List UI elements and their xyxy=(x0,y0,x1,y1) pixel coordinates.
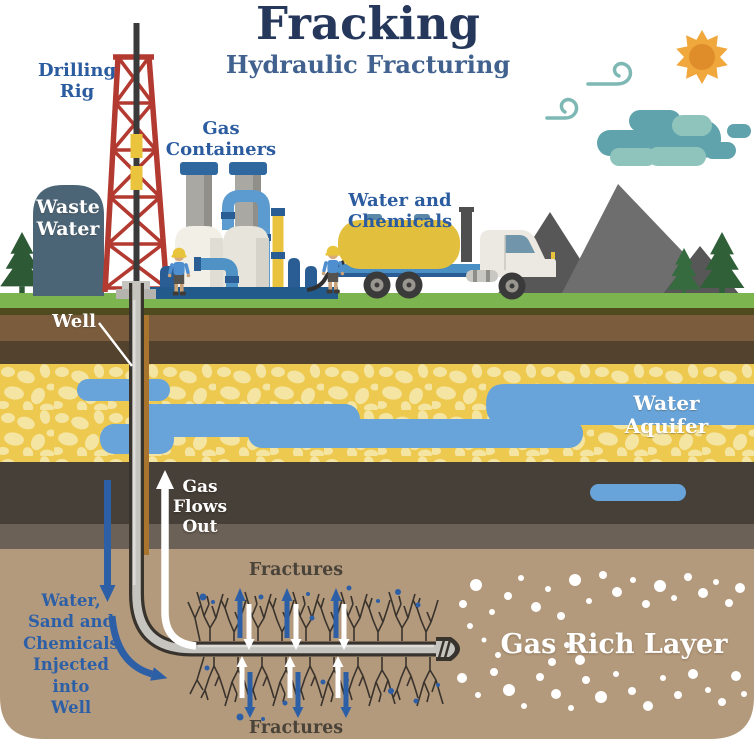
topsoil-layer xyxy=(0,315,754,341)
chemical-dot-icon xyxy=(199,585,440,721)
well-pointer-line xyxy=(98,322,133,367)
gas-containers-icon xyxy=(148,162,338,299)
gas-flow-arrow-icon xyxy=(156,470,197,650)
fracture-icon xyxy=(187,591,444,707)
tanker-truck-icon xyxy=(306,207,556,300)
sun-icon xyxy=(676,30,728,84)
blue-elbow-pipe-icon xyxy=(198,258,238,290)
injection-arrow-icon xyxy=(99,480,168,681)
wind-swirl-icon xyxy=(545,61,633,120)
frac-up-arrow-icon xyxy=(236,656,344,698)
cloud-icon xyxy=(597,110,751,166)
waste-water-tank-icon xyxy=(33,185,104,296)
frac-up-arrow-icon xyxy=(234,588,342,638)
drilling-rig-icon xyxy=(102,23,170,293)
gas-bubble-icon xyxy=(457,571,747,711)
blue-pipe-arch-icon xyxy=(222,190,270,288)
well-pipe-icon xyxy=(129,283,437,657)
truck-wheel-icon xyxy=(363,271,526,300)
drill-bit-icon xyxy=(436,637,460,661)
truck-cab-icon xyxy=(480,230,556,277)
ground-layers xyxy=(0,293,754,739)
chemical-tank-icon xyxy=(338,220,460,269)
frac-down-arrow-icon xyxy=(244,672,352,718)
frac-down-arrow-icon xyxy=(243,604,350,650)
pipe-base-icon xyxy=(148,287,338,299)
borehole-casing-icon xyxy=(143,315,149,555)
